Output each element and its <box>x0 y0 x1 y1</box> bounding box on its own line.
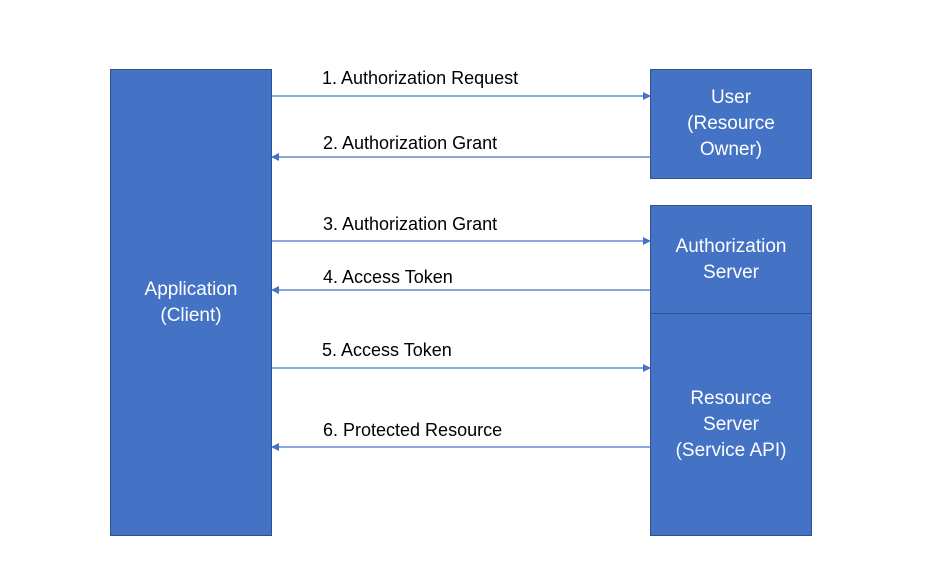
user-label-line-1: User <box>710 87 752 108</box>
flow-5-label: 5. Access Token <box>322 340 452 360</box>
user-box: User (Resource Owner) <box>650 69 812 179</box>
flow-6-label: 6. Protected Resource <box>323 420 503 440</box>
resource-server-label-line-3: (Service API) <box>675 439 787 461</box>
resource-server-label-line-1: Resource <box>690 387 772 409</box>
auth-server-label-line-2: Server <box>703 261 759 283</box>
resource-server-label-line-2: Server <box>703 413 759 435</box>
authorization-server-box: Authorization Server <box>650 205 812 314</box>
client-label-line-2: (Client) <box>160 304 222 326</box>
auth-server-label-line-1: Authorization <box>675 235 787 257</box>
user-label-line-2: (Resource <box>687 113 775 134</box>
client-label-line-1: Application <box>144 278 238 300</box>
resource-server-box: Resource Server (Service API) <box>650 313 812 536</box>
client-box: Application (Client) <box>110 69 272 536</box>
flow-4-label: 4. Access Token <box>323 267 453 287</box>
flow-3-label: 3. Authorization Grant <box>323 214 498 234</box>
flow-1-label: 1. Authorization Request <box>322 68 519 88</box>
flow-2-label: 2. Authorization Grant <box>323 133 498 153</box>
user-label-line-3: Owner) <box>699 139 763 160</box>
